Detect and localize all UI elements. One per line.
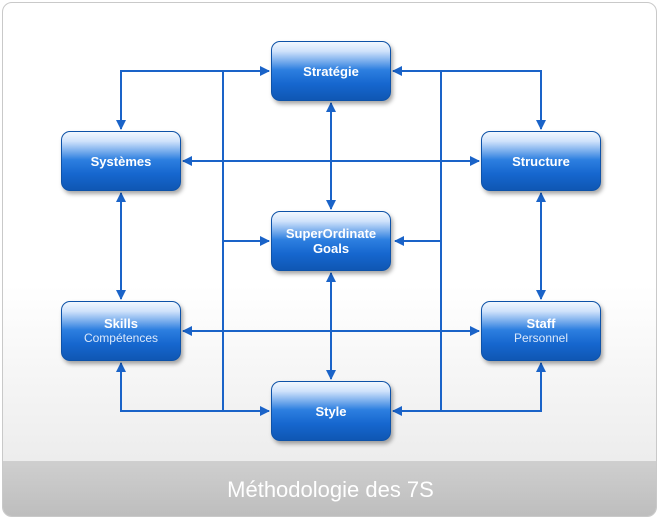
connector-layer xyxy=(116,66,546,416)
node-skills: Skills Compétences xyxy=(61,301,181,361)
node-systemes: Systèmes xyxy=(61,131,181,191)
node-structure-title: Structure xyxy=(512,153,570,169)
node-staff-subtitle: Personnel xyxy=(513,331,569,345)
node-staff-title: Staff xyxy=(526,316,556,331)
footer-bar: Méthodologie des 7S xyxy=(3,461,656,516)
connector-strategie-systemes xyxy=(116,66,270,130)
node-style-title: Style xyxy=(315,403,347,419)
node-style: Style xyxy=(271,381,391,441)
diagram-frame: Stratégie Systèmes Structure SuperOrdina… xyxy=(2,2,657,517)
node-skills-subtitle: Compétences xyxy=(83,331,159,345)
node-goals-title-line1: SuperOrdinate xyxy=(285,226,377,241)
node-systemes-title: Systèmes xyxy=(90,153,152,169)
connector-staff-style xyxy=(392,362,546,416)
node-strategie: Stratégie xyxy=(271,41,391,101)
footer-title: Méthodologie des 7S xyxy=(227,476,434,502)
connector-skills-style xyxy=(116,362,270,416)
node-goals-title-line2: Goals xyxy=(312,241,350,256)
node-superordinate-goals: SuperOrdinate Goals xyxy=(271,211,391,271)
node-strategie-title: Stratégie xyxy=(303,63,359,79)
node-structure: Structure xyxy=(481,131,601,191)
node-skills-title: Skills xyxy=(104,316,138,331)
node-staff: Staff Personnel xyxy=(481,301,601,361)
connector-strategie-structure xyxy=(392,66,546,130)
